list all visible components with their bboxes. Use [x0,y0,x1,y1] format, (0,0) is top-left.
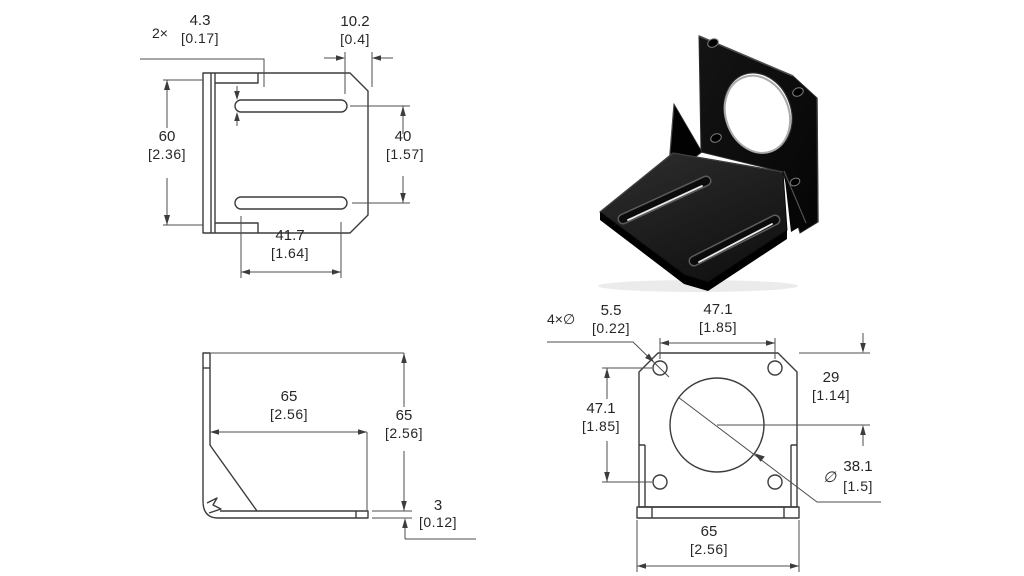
dim-inner-width-mm: 65 [280,388,298,405]
render-corner-hole-2 [792,87,804,97]
dim-bore-symbol: ∅ [823,469,837,486]
dim-slot-spacing-mm: 40 [394,128,412,145]
dim-center-height-inch: [1.14] [811,387,851,403]
dim-depth-inch: [2.36] [147,146,187,162]
dim-inner-width-inch: [2.56] [269,406,309,422]
dim-hole-spacing-v-mm: 47.1 [586,400,616,417]
dim-slot-qty: 2× [152,25,168,41]
iso-render [580,10,880,292]
dim-height-inch: [2.56] [384,425,424,441]
render-corner-hole-4 [789,177,801,187]
front-view-geometry [547,333,881,572]
top-view-drawing [140,10,480,300]
dim-hole-spacing-h-mm: 47.1 [703,301,733,318]
render-slot-1 [617,175,712,225]
dim-hole-spacing-h-inch: [1.85] [698,319,738,335]
dim-corner-holes-qty: 4×∅ [547,311,576,327]
dim-edge-offset-inch: [0.4] [340,31,370,47]
dim-slot-length-mm: 41.7 [275,227,305,244]
dim-thickness-inch: [0.12] [418,514,458,530]
dim-corner-holes-inch: [0.22] [591,320,631,336]
dim-corner-holes-mm: 5.5 [600,302,622,319]
side-view-geometry [202,352,476,540]
render-right-gusset [784,171,806,232]
render-corner-hole-3 [710,133,722,143]
dim-hole-spacing-v-inch: [1.85] [581,418,621,434]
dim-edge-offset-mm: 10.2 [340,13,370,30]
iso-render-geometry [598,35,819,292]
front-view-drawing [545,300,965,576]
dim-slot-width-mm: 4.3 [189,12,211,29]
dim-slot-width-inch: [0.17] [180,30,220,46]
dim-width-mm: 65 [700,523,718,540]
dim-slot-spacing-inch: [1.57] [385,146,425,162]
dim-thickness-mm: 3 [433,497,443,514]
dim-width-inch: [2.56] [689,541,729,557]
dim-height-mm: 65 [395,407,413,424]
render-bore-hole [723,72,793,154]
dim-bore-mm: 38.1 [843,458,873,475]
dim-depth-mm: 60 [158,128,176,145]
side-view-drawing [160,335,490,576]
dim-center-height-mm: 29 [822,369,840,386]
render-slot-2 [688,214,781,267]
dim-slot-length-inch: [1.64] [270,245,310,261]
render-corner-hole-1 [707,38,719,48]
dim-bore-inch: [1.5] [843,478,873,494]
top-view-geometry [140,52,410,278]
